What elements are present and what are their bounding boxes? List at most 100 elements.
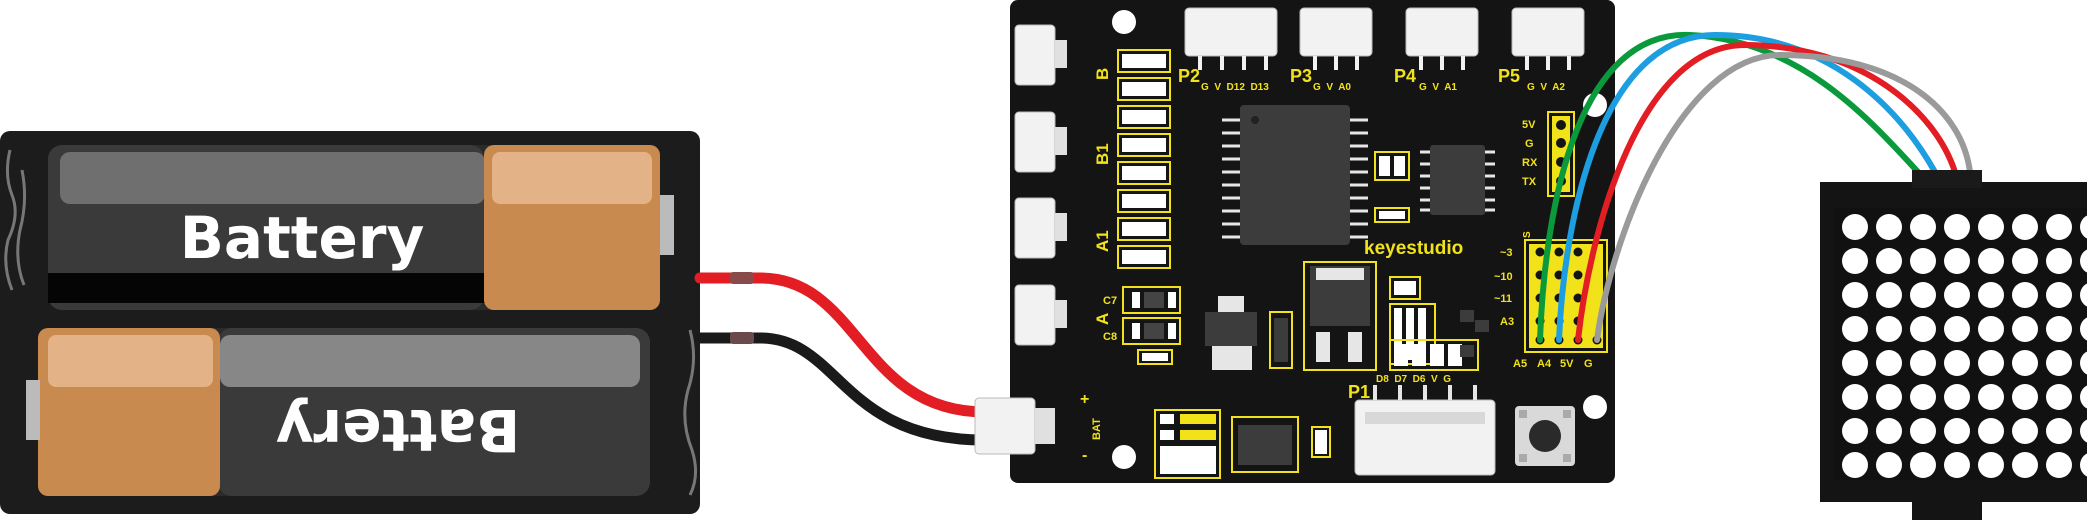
matrix-led [2080,351,2087,375]
matrix-led [1876,452,1902,478]
matrix-led [1876,282,1902,308]
battery-top: Battery [48,145,674,310]
power-label-plus: + [1080,391,1089,408]
matrix-led [2012,384,2038,410]
mounting-hole [1583,395,1607,419]
matrix-led [1842,316,1868,342]
matrix-led [2012,316,2038,342]
matrix-led [1944,452,1970,478]
port-p1-name: P1 [1348,382,1370,402]
port-p5-name: P5 [1498,66,1520,86]
matrix-led [1978,418,2004,444]
motor-label-a: A [1093,313,1112,325]
matrix-led [1944,384,1970,410]
matrix-led [2046,350,2072,376]
matrix-led [1978,384,2004,410]
serial-label-rx: RX [1522,157,1538,169]
matrix-led [1842,384,1868,410]
motor-label-b1: B1 [1093,143,1112,165]
power-label-bat: BAT [1091,418,1103,440]
matrix-led [1876,316,1902,342]
port-p2-pins: G V D12 D13 [1201,82,1269,93]
matrix-led-grid [1842,214,2087,478]
matrix-led [2080,215,2087,239]
matrix-led [1944,282,1970,308]
matrix-led [1944,316,1970,342]
matrix-led [1910,350,1936,376]
brand-label: keyestudio [1364,238,1463,259]
matrix-led [2046,384,2072,410]
matrix-led [2012,282,2038,308]
matrix-led [2046,248,2072,274]
driver-ic [1222,105,1368,245]
matrix-header [1912,170,1982,188]
matrix-led [2080,317,2087,341]
matrix-led [1944,214,1970,240]
port-p4-pins: G V A1 [1419,82,1457,93]
cap-label-c7: C7 [1103,295,1117,307]
signal-wires [1537,31,1973,343]
spring-left-top [4,149,17,291]
spring-left-top-inner [16,169,27,286]
matrix-led [1944,350,1970,376]
matrix-led [1910,316,1936,342]
battery-top-label: Battery [180,204,425,272]
matrix-led [2046,282,2072,308]
matrix-led [1910,384,1936,410]
wire-black-sleeve [730,332,754,344]
mounting-hole [1112,445,1136,469]
battery-holder: Battery Battery [0,131,700,514]
matrix-led [1842,350,1868,376]
pwm-label-10: ~10 [1494,271,1513,283]
matrix-led [2046,214,2072,240]
pwm-label-a3: A3 [1500,316,1514,328]
motor-label-b: B [1093,68,1112,80]
matrix-led [1978,248,2004,274]
i2c-label-a5: A5 [1513,358,1527,370]
voltage-regulators [1205,261,1377,371]
matrix-led [1978,214,2004,240]
top-connectors [1184,7,1585,70]
serial-label-g: G [1525,138,1534,150]
port-p1-pins: D8 D7 D6 V G [1376,374,1451,385]
small-ic [1420,145,1495,215]
p1-connector [1354,385,1496,476]
power-connector[interactable] [974,397,1055,455]
matrix-led [1910,214,1936,240]
matrix-led [2012,350,2038,376]
power-label-minus: - [1082,447,1087,464]
battery-bottom-label: Battery [276,396,521,464]
matrix-led [1978,350,2004,376]
port-p4-name: P4 [1394,66,1416,86]
matrix-led [1876,214,1902,240]
wire-red-sleeve [730,272,754,284]
matrix-led [1842,452,1868,478]
matrix-led [2046,316,2072,342]
i2c-label-a4: A4 [1537,358,1552,370]
matrix-led [2012,248,2038,274]
serial-label-tx: TX [1522,176,1537,188]
battery-bottom: Battery [26,328,650,496]
matrix-led [1910,282,1936,308]
matrix-led [1842,248,1868,274]
matrix-led [2080,419,2087,443]
matrix-led [1876,384,1902,410]
matrix-led [1876,248,1902,274]
matrix-led [1910,248,1936,274]
matrix-led [2080,385,2087,409]
matrix-led [1978,282,2004,308]
matrix-led [1910,452,1936,478]
matrix-led [1978,316,2004,342]
matrix-led [1910,418,1936,444]
mounting-hole [1112,10,1136,34]
i2c-label-g: G [1584,358,1593,370]
wire-red-signal [1575,41,1958,343]
matrix-led [1876,418,1902,444]
power-wires [694,272,991,446]
matrix-led [2012,418,2038,444]
matrix-led [2046,452,2072,478]
motor-label-a1: A1 [1093,230,1112,252]
wire-red-power [694,272,991,418]
pwm-label-3: ~3 [1500,247,1513,259]
